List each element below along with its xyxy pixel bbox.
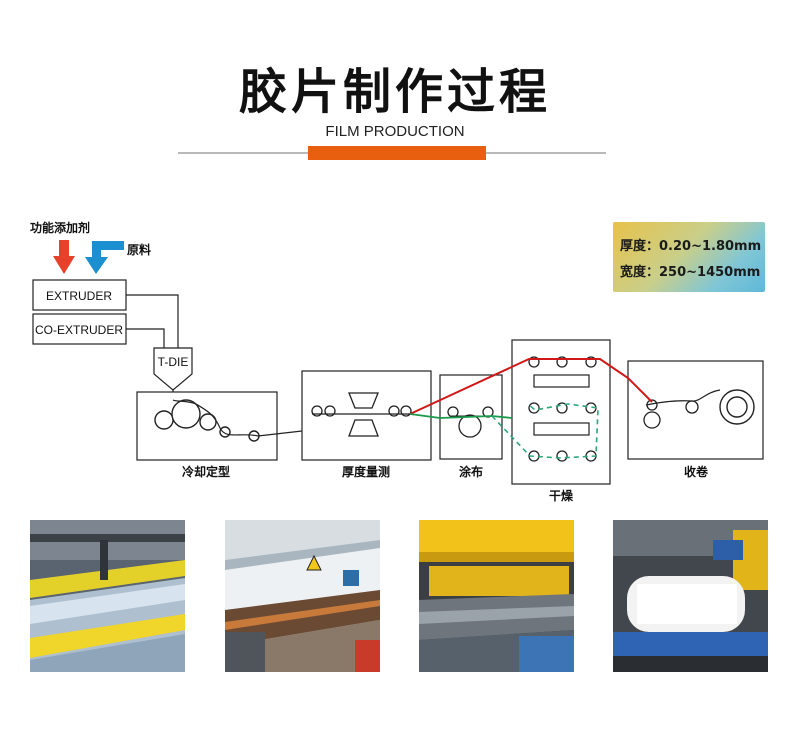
coating-line-photo bbox=[419, 520, 574, 672]
stage-label-cooling: 冷却定型 bbox=[182, 464, 230, 479]
cooling-stage bbox=[136, 391, 278, 461]
main-film-path bbox=[409, 358, 653, 415]
measuring-line-photo bbox=[225, 520, 380, 672]
winding-line-photo bbox=[613, 520, 768, 672]
raw-material-arrow-icon bbox=[85, 241, 124, 274]
spec-card bbox=[613, 222, 765, 292]
process-diagram: 功能添加剂 原料 EXTRUDER CO-EXTRUDER T-DIE 冷却定型 bbox=[30, 220, 764, 503]
co-extruder-box: CO-EXTRUDER bbox=[32, 313, 127, 345]
co-extruder-connector bbox=[126, 328, 165, 348]
raw-material-label: 原料 bbox=[127, 242, 151, 257]
t-die-label: T-DIE bbox=[158, 355, 189, 369]
stage-label-thickness: 厚度量测 bbox=[342, 464, 390, 479]
drying-dashed-path bbox=[491, 403, 599, 459]
width-spec: 宽度：250~1450mm bbox=[620, 265, 761, 280]
extruder-label: EXTRUDER bbox=[46, 289, 112, 303]
additive-label: 功能添加剂 bbox=[30, 220, 90, 235]
cooling-line-photo bbox=[30, 520, 185, 672]
title-divider-accent bbox=[308, 146, 486, 160]
winding-stage bbox=[627, 360, 764, 460]
stage-label-winding: 收卷 bbox=[684, 464, 709, 479]
drying-stage bbox=[511, 339, 611, 485]
thickness-spec: 厚度：0.20~1.80mm bbox=[620, 239, 762, 254]
stage-label-drying: 干燥 bbox=[549, 488, 574, 503]
t-die: T-DIE bbox=[153, 347, 193, 391]
stage-label-coating: 涂布 bbox=[459, 464, 483, 479]
coating-film-path bbox=[409, 413, 513, 419]
co-extruder-label: CO-EXTRUDER bbox=[35, 323, 123, 337]
extruder-box: EXTRUDER bbox=[32, 279, 127, 311]
extruder-connector bbox=[126, 294, 179, 348]
page-subtitle: FILM PRODUCTION bbox=[325, 123, 465, 140]
page-title: 胶片制作过程 bbox=[238, 64, 551, 120]
additive-arrow-icon bbox=[53, 240, 75, 274]
thickness-stage bbox=[301, 370, 432, 461]
